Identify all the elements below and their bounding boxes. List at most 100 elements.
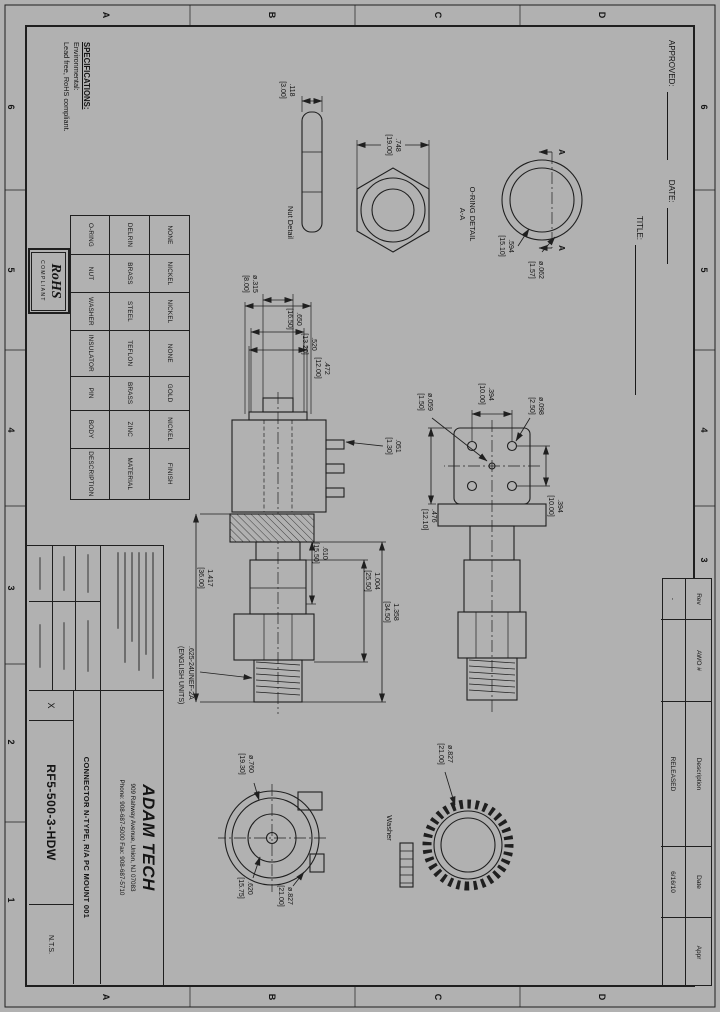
- description-cell: PIN: [71, 375, 111, 410]
- rohs-title: RoHS: [48, 263, 64, 299]
- description-cell: INSULATOR: [71, 329, 111, 376]
- dim-748-mm: [19.00]: [385, 134, 392, 155]
- dim-051-mm: [1.30]: [385, 437, 392, 455]
- dim-760-in: ø.760: [247, 755, 254, 773]
- zone-number: 1: [6, 897, 16, 902]
- dim-472-mm: [12.00]: [314, 357, 321, 378]
- approval-grid: [29, 546, 100, 691]
- thread-units: (ENGLISH UNITS): [177, 646, 184, 704]
- revision-block: Rev AWO # Description Date Appr - RELEAS…: [661, 578, 712, 987]
- dim-594-mm: [15.10]: [498, 235, 505, 256]
- dim-476-mm: [12.10]: [421, 509, 428, 530]
- description-value: RELEASED: [661, 701, 686, 846]
- zone-letter: C: [433, 12, 443, 19]
- approval-header: APPROVED: DATE:: [667, 40, 676, 264]
- nut-detail-view: .118 [3.00] Nut Detail: [279, 81, 323, 239]
- zone-letter: D: [597, 994, 607, 1001]
- description-cell: NUT: [71, 253, 111, 292]
- company-block: ADAM TECH 909 Rahway Avenue, Union, NJ 0…: [100, 691, 163, 984]
- materials-table: NONE NICKEL NICKEL NONE GOLD NICKEL FINI…: [70, 215, 190, 500]
- approval-cell: [52, 601, 77, 690]
- dim-472-in: .472: [323, 361, 330, 375]
- dim-594-in: .594: [507, 239, 514, 253]
- description-cell: BODY: [71, 409, 111, 448]
- description-header: DESCRIPTION: [71, 447, 111, 499]
- dim-118-mm: [3.00]: [279, 81, 286, 99]
- approval-cell: [76, 601, 100, 690]
- date-signature-line: [667, 207, 676, 264]
- nut-detail-label: Nut Detail: [286, 206, 295, 239]
- oring-detail-view: A A O-RING DETAIL A-A .594 [15.10] ø.062…: [458, 149, 583, 279]
- dim-394a-in: .394: [487, 387, 494, 401]
- tolerance-note-block: [100, 546, 163, 691]
- dim-620-mm: [15.75]: [237, 877, 244, 898]
- approved-label: APPROVED:: [667, 40, 676, 87]
- company-phone-fax: Phone: 908-687-5000 Fax: 908-687-5710: [118, 779, 125, 896]
- main-side-view: ø.315 [8.00] .472 [12.00] .520 [13.20] .…: [177, 275, 401, 714]
- dim-827-bottom-mm: [21.00]: [277, 885, 284, 906]
- material-cell: BRASS: [110, 253, 150, 292]
- thread-callout: .625-24UNEF-2A: [187, 646, 194, 700]
- washer-view: ø.827 [21.00] Washer: [385, 743, 514, 891]
- dim-062-mm: [1.57]: [528, 261, 535, 279]
- rohs-subtitle: COMPLIANT: [39, 260, 46, 302]
- description-cell: O-RING: [71, 216, 111, 254]
- finish-cell: NICKEL: [149, 253, 189, 292]
- material-cell: ZINC: [110, 409, 150, 448]
- approval-cell: [76, 546, 100, 601]
- zone-labels: 6 5 4 3 6 5 4 3 2 1 D C B A D C B A: [6, 12, 709, 1001]
- approved-signature-line: [667, 91, 676, 160]
- pc-mount-bottom-view: ø.760 [19.30] .620 [15.75] ø.827 [21.00]: [218, 753, 326, 907]
- zone-letter: C: [433, 994, 443, 1001]
- sheet-border: [4, 4, 716, 1008]
- section-marker-a: A: [557, 245, 566, 251]
- dim-827-washer-mm: [21.00]: [437, 743, 444, 764]
- dim-827-bottom-in: ø.827: [286, 887, 293, 905]
- approval-cell: [29, 601, 53, 690]
- specifications-line: Environmental:: [72, 42, 81, 91]
- zone-number: 2: [6, 739, 16, 744]
- dim-650-mm: [16.50]: [286, 308, 293, 329]
- dim-520-mm: [13.20]: [301, 333, 308, 354]
- zone-number: 4: [699, 427, 709, 432]
- flange-top-view: .394 [10.00] ø.098 [2.50] ø.059 [1.50] .…: [417, 383, 563, 712]
- dim-051-in: .051: [394, 439, 401, 453]
- finish-cell: NICKEL: [149, 409, 189, 448]
- dim-315-in: ø.315: [251, 275, 258, 293]
- dim-748-in: .748: [394, 138, 401, 152]
- finish-cell: NONE: [165, 225, 173, 245]
- dim-1417-mm: [36.00]: [197, 567, 204, 588]
- dim-059-in: ø.059: [426, 393, 433, 411]
- description-cell: WASHER: [71, 291, 111, 330]
- date-label: DATE:: [667, 179, 676, 203]
- company-address: 909 Rahway Avenue, Union, NJ 07083: [129, 783, 136, 892]
- zone-number: 6: [699, 104, 709, 109]
- material-cell: BRASS: [110, 375, 150, 410]
- dim-760-mm: [19.30]: [238, 753, 245, 774]
- dim-1358-mm: [34.50]: [383, 601, 390, 622]
- rohs-logo: RoHS COMPLIANT: [28, 248, 70, 314]
- awo-col-header: AWO #: [686, 619, 711, 701]
- revision-mark-cell: X: [29, 691, 73, 721]
- washer-label: Washer: [385, 815, 394, 841]
- dim-394b-mm: [10.00]: [547, 495, 554, 516]
- dim-062-in: ø.062: [537, 261, 544, 279]
- zone-letter: B: [267, 994, 277, 1001]
- zone-number: 5: [699, 267, 709, 272]
- approval-cell: [52, 546, 77, 601]
- part-number-row: X RF5-500-3-HDW N.T.S.: [29, 691, 73, 984]
- zone-letter: B: [267, 12, 277, 19]
- dim-118-in: .118: [288, 83, 295, 96]
- part-number: RF5-500-3-HDW: [44, 764, 58, 861]
- dim-315-mm: [8.00]: [242, 275, 249, 293]
- specifications-line: Lead free, RoHS compliant.: [62, 42, 71, 132]
- material-header: MATERIAL: [110, 447, 150, 499]
- title-header: TITLE:: [635, 216, 644, 396]
- dim-394b-in: .394: [556, 499, 563, 513]
- rev-col-header: Rev: [695, 593, 702, 605]
- finish-header: FINISH: [149, 447, 189, 499]
- appr-col-header: Appr: [686, 917, 711, 987]
- date-col-header: Date: [686, 846, 711, 917]
